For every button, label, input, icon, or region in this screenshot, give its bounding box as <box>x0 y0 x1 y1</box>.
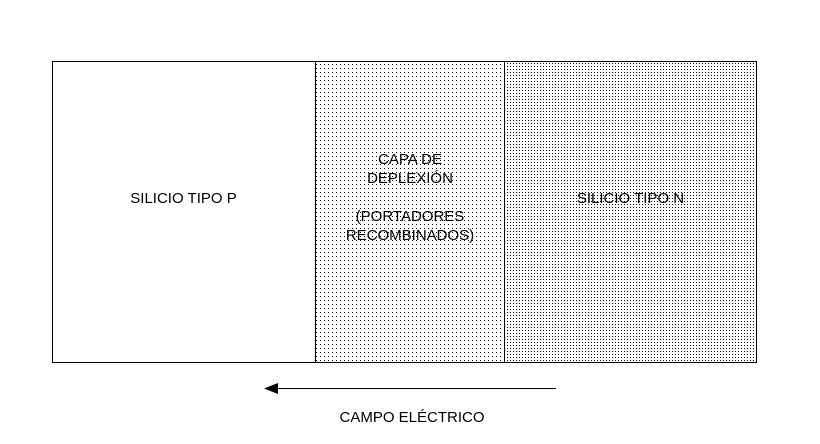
depletion-label-line-1: CAPA DE <box>378 151 442 168</box>
depletion-label-spacer <box>316 188 504 207</box>
n-type-label: SILICIO TIPO N <box>505 189 756 208</box>
p-type-label: SILICIO TIPO P <box>52 189 315 208</box>
depletion-layer-label: CAPA DE DEPLEXIÓN (PORTADORES RECOMBINAD… <box>316 150 504 245</box>
n-type-label-text: SILICIO TIPO N <box>576 190 685 207</box>
depletion-layer-region <box>316 61 504 362</box>
n-type-region <box>505 61 756 362</box>
depletion-label-line-4: RECOMBINADOS) <box>345 227 475 244</box>
electric-field-label: CAMPO ELÉCTRICO <box>339 409 485 426</box>
outer-border <box>52 61 757 363</box>
p-type-region <box>52 61 315 362</box>
depletion-label-line-2: DEPLEXIÓN <box>367 170 453 187</box>
electric-field-arrow-head <box>264 383 278 394</box>
p-type-label-text: SILICIO TIPO P <box>130 190 237 207</box>
depletion-label-line-3: (PORTADORES <box>355 208 465 225</box>
